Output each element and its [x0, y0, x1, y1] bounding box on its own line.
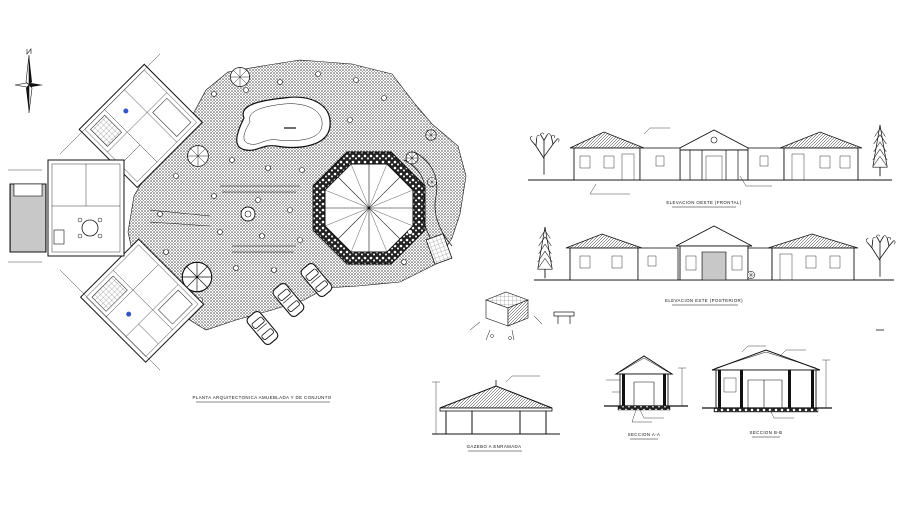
tree-icon [537, 226, 553, 279]
gazebo-elevation: GAZEBO A ENRAMADA [432, 375, 560, 452]
tree-icon [872, 124, 888, 177]
section-b-b: SECCION B-B [702, 345, 832, 438]
shrub-icon [405, 151, 419, 165]
dining-table [77, 217, 103, 239]
umbrella-tree-icon [230, 67, 250, 87]
north-arrow-icon [14, 48, 43, 114]
rear-elevation: ELEVACION ESTE (POSTERIOR) [534, 225, 896, 331]
section-a-a: SECCION A-A [604, 355, 688, 440]
shrub-icon [747, 271, 755, 279]
post-markers [157, 71, 413, 303]
site-plan: PLANTA ARQUITECTONICA AMUEBLADA Y DE CON… [8, 53, 467, 403]
front-elevation-caption: ELEVACION OESTE (FRONTAL) [666, 200, 741, 205]
swimming-pool [236, 96, 331, 151]
house-plan [8, 53, 205, 371]
section-aa-caption: SECCION A-A [628, 432, 661, 437]
isometric-detail [469, 291, 543, 341]
gazebo-plan [312, 151, 426, 265]
front-elevation: ELEVACION OESTE (FRONTAL) [528, 124, 892, 208]
gazebo-caption: GAZEBO A ENRAMADA [467, 444, 522, 449]
fountain [240, 206, 256, 222]
rear-elevation-caption: ELEVACION ESTE (POSTERIOR) [665, 298, 743, 303]
plan-caption: PLANTA ARQUITECTONICA AMUEBLADA Y DE CON… [192, 395, 331, 400]
umbrella-tree-icon [187, 145, 209, 167]
shrub-icon [427, 177, 437, 187]
tree-icon [865, 234, 896, 278]
shrub-icon [425, 129, 437, 141]
section-bb-caption: SECCION B-B [750, 430, 783, 435]
tree-icon [529, 132, 560, 176]
car-icon [244, 309, 281, 347]
bench-detail [553, 311, 575, 324]
